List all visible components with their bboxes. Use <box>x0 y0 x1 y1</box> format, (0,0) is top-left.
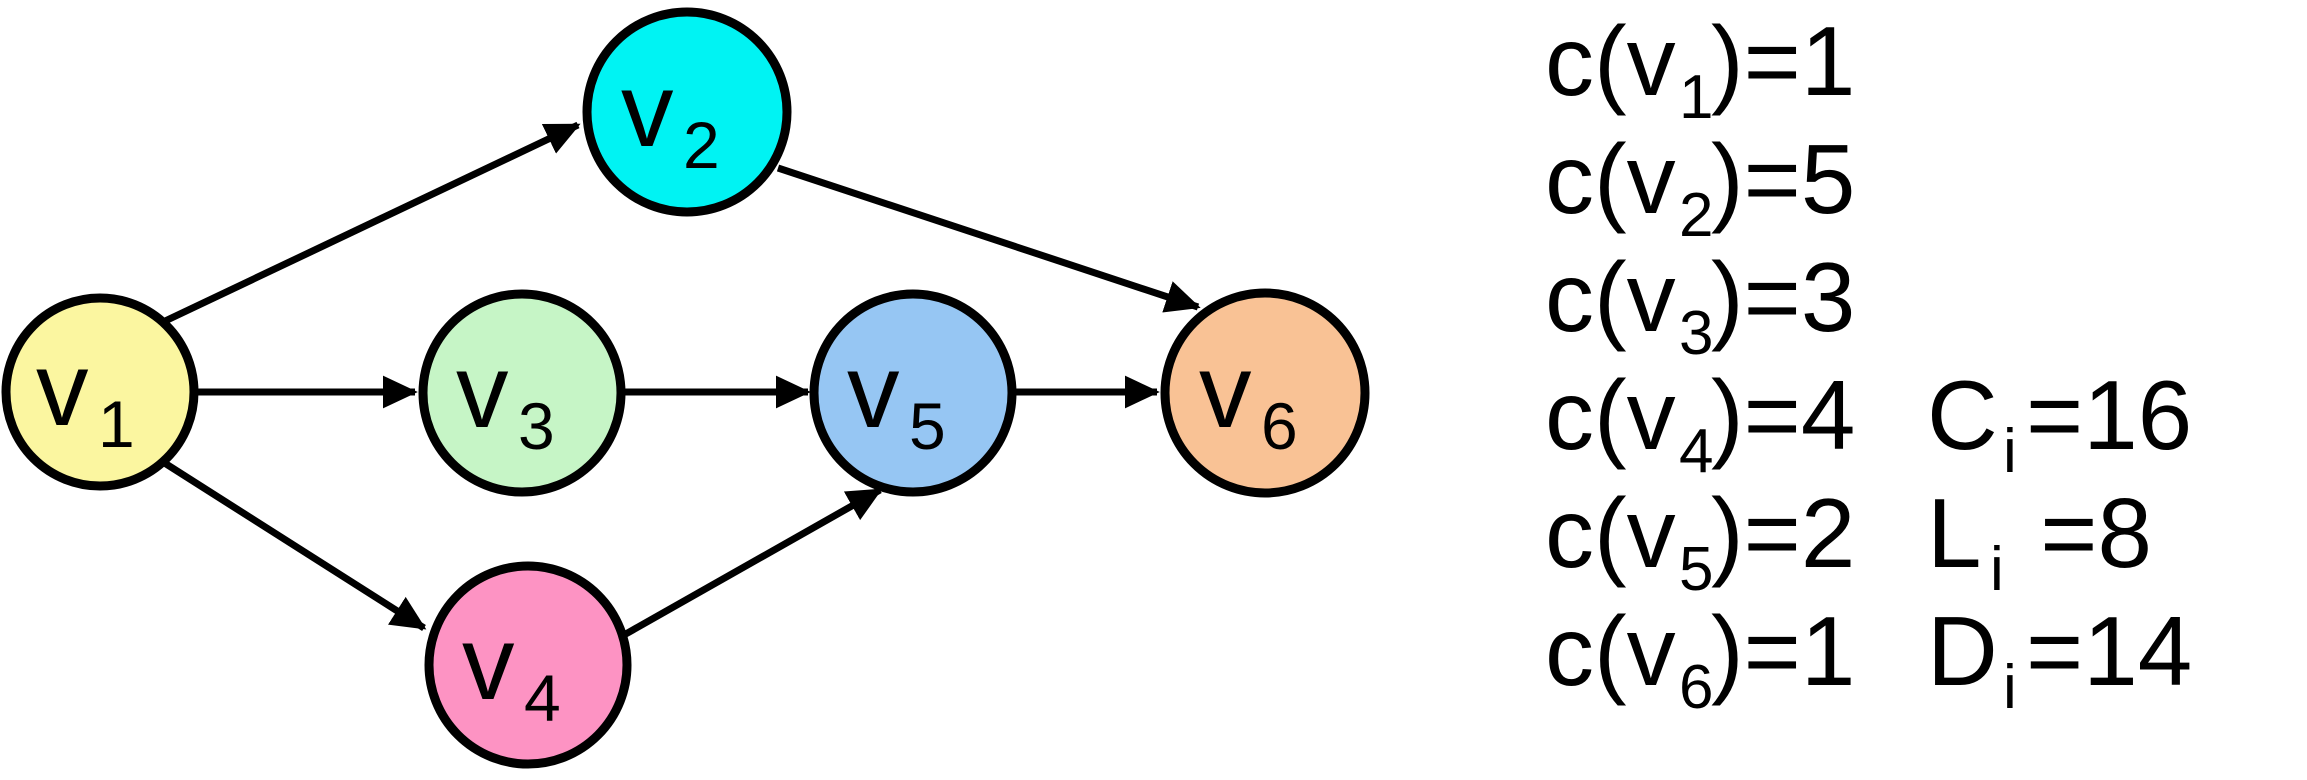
legend-metric-subscript-li: i <box>1990 535 2004 604</box>
legend-metric-row-di: D i =14 <box>1927 596 2192 722</box>
legend-cost-subscript-v6: 6 <box>1679 653 1713 722</box>
node-v4[interactable]: v 4 <box>424 561 632 769</box>
legend-cost-prefix-v1: c(v <box>1545 6 1676 116</box>
node-v1[interactable]: v 1 <box>1 293 199 491</box>
legend-cost-row-v6: c(v 6 )=1 <box>1545 596 1855 722</box>
legend-cost-suffix-v4: )=4 <box>1711 360 1855 470</box>
node-v6[interactable]: v 6 <box>1160 288 1370 498</box>
legend-cost-subscript-v4: 4 <box>1679 417 1713 486</box>
legend-cost-prefix-v2: c(v <box>1545 124 1676 234</box>
legend-metric-row-li: L i =8 <box>1927 478 2152 604</box>
node-v2[interactable]: v 2 <box>582 7 792 217</box>
legend-metric-suffix-ci: =16 <box>2026 360 2192 470</box>
node-subscript-v6: 6 <box>1261 389 1298 463</box>
legend-cost-row-v3: c(v 3 )=3 <box>1545 242 1855 368</box>
legend-cost-column: c(v 1 )=1 c(v 2 )=5 c(v 3 )=3 c(v 4 )=4 … <box>1545 6 1855 722</box>
legend-metric-prefix-ci: C <box>1927 360 1998 470</box>
node-subscript-v3: 3 <box>518 389 555 463</box>
legend-cost-suffix-v6: )=1 <box>1711 596 1855 706</box>
node-label-v5: v <box>847 333 900 450</box>
legend-cost-suffix-v2: )=5 <box>1711 124 1855 234</box>
legend-cost-subscript-v2: 2 <box>1679 181 1713 250</box>
node-v3[interactable]: v 3 <box>418 289 626 497</box>
legend-metric-subscript-ci: i <box>2003 417 2017 486</box>
legend-metric-column: C i =16 L i =8 D i =14 <box>1927 360 2192 722</box>
legend-metric-suffix-li: =8 <box>2013 478 2152 588</box>
node-v5[interactable]: v 5 <box>809 289 1017 497</box>
legend-cost-subscript-v1: 1 <box>1679 63 1713 132</box>
legend-metric-suffix-di: =14 <box>2026 596 2192 706</box>
node-circle-v2[interactable] <box>582 7 792 217</box>
legend-metric-prefix-di: D <box>1927 596 1998 706</box>
legend-cost-suffix-v1: )=1 <box>1711 6 1855 116</box>
node-subscript-v4: 4 <box>524 661 561 735</box>
node-label-v1: v <box>36 331 89 448</box>
node-label-v3: v <box>456 333 509 450</box>
edge-v1-v2 <box>161 121 581 326</box>
legend-metric-prefix-li: L <box>1927 478 1982 588</box>
node-circle-v5[interactable] <box>809 289 1017 497</box>
edge-v4-v5 <box>622 486 883 639</box>
node-circle-v3[interactable] <box>418 289 626 497</box>
legend-cost-prefix-v5: c(v <box>1545 478 1676 588</box>
node-label-v6: v <box>1199 333 1252 450</box>
legend-cost-subscript-v5: 5 <box>1679 535 1713 604</box>
node-label-v2: v <box>621 52 674 169</box>
legend-cost-row-v4: c(v 4 )=4 <box>1545 360 1855 486</box>
legend-cost-prefix-v4: c(v <box>1545 360 1676 470</box>
edge-group <box>161 121 1201 639</box>
legend-cost-subscript-v3: 3 <box>1679 299 1713 368</box>
legend-cost-row-v5: c(v 5 )=2 <box>1545 478 1855 604</box>
node-circle-v6[interactable] <box>1160 288 1370 498</box>
legend-cost-row-v1: c(v 1 )=1 <box>1545 6 1855 132</box>
legend-cost-row-v2: c(v 2 )=5 <box>1545 124 1855 250</box>
legend-cost-suffix-v3: )=3 <box>1711 242 1855 352</box>
node-subscript-v2: 2 <box>683 108 720 182</box>
legend-cost-prefix-v6: c(v <box>1545 596 1676 706</box>
legend-metric-subscript-di: i <box>2003 653 2017 722</box>
legend-cost-prefix-v3: c(v <box>1545 242 1676 352</box>
legend-cost-suffix-v5: )=2 <box>1711 478 1855 588</box>
node-subscript-v1: 1 <box>98 387 135 461</box>
node-circle-v1[interactable] <box>1 293 199 491</box>
node-circle-v4[interactable] <box>424 561 632 769</box>
legend-metric-row-ci: C i =16 <box>1927 360 2192 486</box>
edge-v2-v6 <box>776 164 1201 313</box>
edge-v1-v4 <box>161 459 427 631</box>
node-label-v4: v <box>462 605 515 722</box>
node-subscript-v5: 5 <box>909 389 946 463</box>
